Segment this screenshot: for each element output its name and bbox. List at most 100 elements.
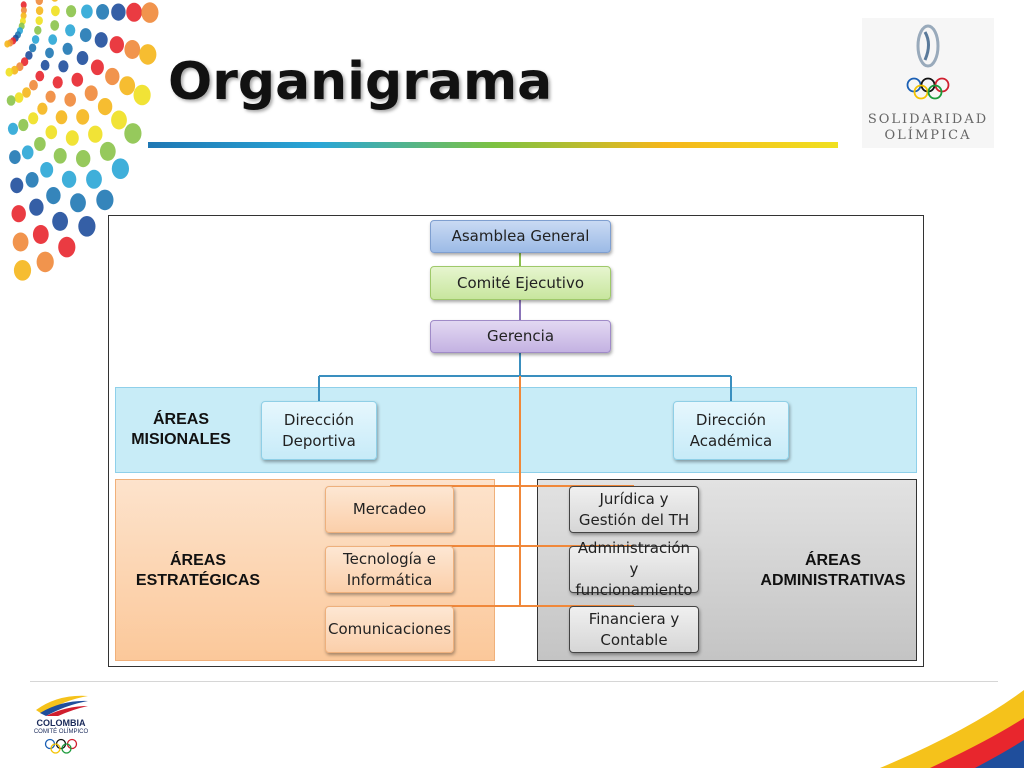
- decorative-dot: [111, 158, 129, 179]
- decorative-dot: [29, 198, 44, 216]
- label-areas-administrativas: ÁREAS ADMINISTRATIVAS: [760, 552, 906, 589]
- decorative-dot: [45, 125, 58, 140]
- decorative-dot: [70, 193, 86, 213]
- decorative-dot: [51, 0, 59, 2]
- decorative-dot: [52, 211, 68, 231]
- decorative-dot: [86, 169, 102, 189]
- decorative-dot: [40, 59, 50, 71]
- decorative-dot: [52, 76, 63, 89]
- decorative-dot: [34, 137, 46, 151]
- node-juridica-gestion-th: Jurídica y Gestión del TH: [569, 486, 699, 533]
- decorative-dot: [10, 177, 24, 194]
- decorative-dot: [119, 76, 136, 96]
- decorative-dot: [28, 112, 39, 125]
- node-asamblea-general: Asamblea General: [430, 220, 611, 253]
- decorative-dot: [124, 123, 142, 144]
- decorative-dot: [32, 225, 49, 244]
- decorative-dot: [36, 251, 54, 273]
- node-mercadeo: Mercadeo: [325, 486, 454, 533]
- decorative-dot: [40, 162, 54, 178]
- decorative-dot: [58, 236, 76, 258]
- decorative-dot: [141, 2, 159, 23]
- decorative-dot: [66, 5, 77, 18]
- decorative-dot: [20, 57, 29, 67]
- node-administracion-funcionamiento: Administración y funcionamiento: [569, 539, 699, 599]
- decorative-dot: [105, 67, 120, 86]
- decorative-dot: [109, 36, 125, 54]
- title-underline: [148, 142, 838, 148]
- decorative-dot: [29, 79, 38, 91]
- decorative-dot: [35, 16, 43, 25]
- decorative-dot: [97, 98, 113, 116]
- decorative-dot: [64, 92, 76, 107]
- decorative-dot: [76, 51, 89, 65]
- decorative-dot: [25, 172, 39, 188]
- brand-line-1: SOLIDARIDAD: [867, 112, 989, 127]
- decorative-dot: [5, 67, 13, 77]
- decorative-dot: [21, 145, 34, 160]
- footer-divider: [30, 681, 998, 682]
- node-financiera-contable: Financiera y Contable: [569, 606, 699, 653]
- decorative-dot: [9, 150, 21, 165]
- decorative-dot: [62, 42, 73, 55]
- decorative-dot: [51, 5, 60, 17]
- decorative-dot: [111, 3, 126, 21]
- decorative-dot: [34, 25, 42, 35]
- olympic-rings-icon: [906, 77, 950, 100]
- decorative-dot: [20, 1, 27, 9]
- decorative-dot: [111, 110, 127, 130]
- decorative-dot: [4, 40, 11, 48]
- decorative-dot: [71, 72, 84, 87]
- decorative-dot: [22, 87, 31, 98]
- node-comite-ejecutivo: Comité Ejecutivo: [430, 266, 611, 300]
- decorative-dot: [79, 28, 92, 43]
- decorative-dot: [6, 95, 16, 106]
- decorative-dot: [45, 47, 54, 59]
- comite-olimpico-label: COMITÉ OLÍMPICO: [33, 729, 89, 735]
- decorative-dot: [35, 70, 45, 82]
- decorative-dot: [78, 216, 96, 237]
- decorative-dot: [58, 60, 69, 73]
- decorative-dot: [18, 118, 29, 132]
- decorative-dot: [45, 90, 56, 103]
- decorative-dot: [37, 102, 48, 115]
- decorative-dot: [96, 4, 110, 20]
- decorative-dot: [14, 92, 24, 103]
- flag-swoosh-icon: [36, 695, 88, 716]
- label-areas-misionales: ÁREAS MISIONALES: [131, 411, 231, 448]
- decorative-dot: [12, 232, 29, 252]
- node-gerencia: Gerencia: [430, 320, 611, 353]
- decorative-dot: [96, 189, 114, 211]
- brand-line-2: OLÍMPICA: [884, 128, 972, 143]
- decorative-dot: [55, 110, 68, 125]
- label-areas-estrategicas: ÁREAS ESTRATÉGICAS: [135, 552, 261, 589]
- decorative-dot: [28, 43, 37, 53]
- decorative-dot: [90, 59, 104, 76]
- node-direccion-academica: Dirección Académica: [673, 401, 789, 460]
- decorative-dot: [48, 34, 58, 45]
- solidaridad-olimpica-logo: SOLIDARIDAD OLÍMPICA: [862, 18, 994, 148]
- decorative-dot: [88, 125, 103, 143]
- decorative-dot: [84, 85, 98, 101]
- decorative-dot: [76, 150, 91, 168]
- decorative-dot: [94, 32, 108, 48]
- olympic-rings-small-icon: [44, 738, 78, 754]
- decorative-dot: [133, 84, 151, 106]
- node-tecnologia-informatica: Tecnología e Informática: [325, 546, 454, 593]
- node-comunicaciones: Comunicaciones: [325, 606, 454, 653]
- node-direccion-deportiva: Dirección Deportiva: [261, 401, 377, 460]
- torch-emblem-icon: [916, 24, 940, 68]
- decorative-dot: [81, 4, 93, 19]
- decorative-dot: [99, 141, 116, 161]
- decorative-dot: [31, 35, 40, 44]
- decorative-dot: [53, 148, 67, 164]
- colombia-comite-olimpico-logo: COLOMBIA COMITÉ OLÍMPICO: [28, 692, 94, 756]
- decorative-dot: [65, 130, 79, 146]
- decorative-dot: [124, 40, 141, 59]
- decorative-dot: [35, 6, 44, 15]
- decorative-dot: [50, 20, 60, 31]
- decorative-dot: [35, 0, 43, 5]
- decorative-dot: [25, 51, 33, 60]
